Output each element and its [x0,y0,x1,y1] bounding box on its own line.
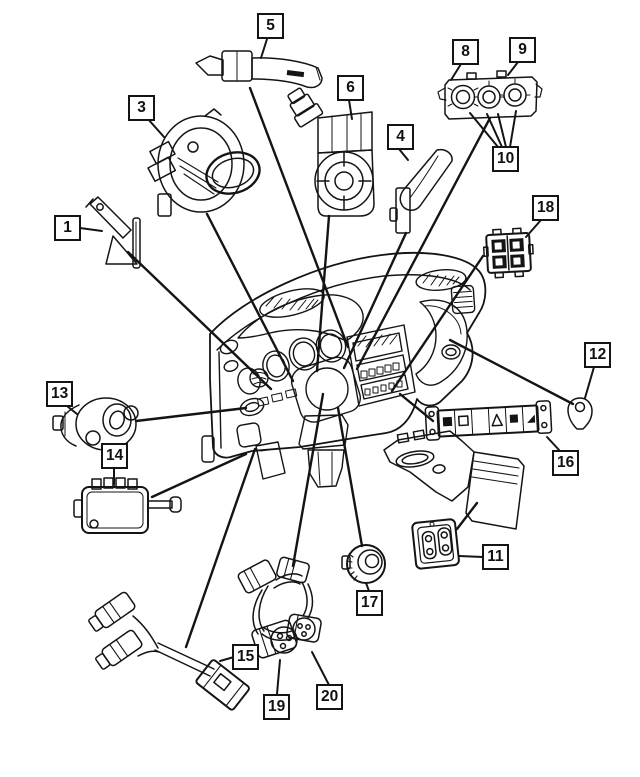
part-14-switch-module-drawing [73,477,182,534]
callout-connector-lines [66,38,595,695]
part-5-wiper-stalk-drawing [195,50,323,89]
part-8-9-hvac-control-drawing [437,70,543,120]
callout-label-4: 4 [396,128,405,146]
callout-box-20[interactable]: 20 [316,684,344,710]
callout-box-4[interactable]: 4 [387,124,414,150]
callout-box-9[interactable]: 9 [509,37,536,63]
callout-box-17[interactable]: 17 [356,590,384,616]
callout-label-1: 1 [63,219,72,237]
callout-label-5: 5 [266,17,275,35]
callout-label-13: 13 [51,385,69,403]
console-bracket-drawing [383,429,525,530]
part-6-ignition-switch-drawing [287,87,375,217]
callout-box-18[interactable]: 18 [532,195,560,221]
part-11-switch-panel-drawing [411,518,460,570]
callout-box-5[interactable]: 5 [257,13,284,39]
callout-box-19[interactable]: 19 [263,694,291,720]
callout-box-3[interactable]: 3 [128,95,155,121]
callout-label-10: 10 [497,150,515,168]
part-19-20-harness-drawing [237,556,322,659]
callout-label-11: 11 [487,548,504,566]
callout-label-3: 3 [137,99,146,117]
part-13-headlamp-switch-drawing [52,397,139,451]
callout-box-6[interactable]: 6 [337,75,364,101]
callout-box-14[interactable]: 14 [101,443,129,469]
callout-box-13[interactable]: 13 [46,381,74,407]
part-3-clockspring-drawing [147,108,261,217]
callout-label-18: 18 [537,199,555,217]
callout-box-10[interactable]: 10 [492,146,520,172]
part-12-knob-drawing [567,397,593,430]
callout-box-15[interactable]: 15 [232,644,260,670]
callout-label-17: 17 [361,594,379,612]
callout-label-14: 14 [106,447,124,465]
part-17-round-knob-drawing [341,544,386,584]
callout-box-16[interactable]: 16 [552,450,580,476]
callout-label-9: 9 [518,41,527,59]
callout-label-6: 6 [346,79,355,97]
callout-box-11[interactable]: 11 [482,544,509,570]
callout-box-1[interactable]: 1 [54,215,81,241]
callout-label-15: 15 [237,648,255,666]
part-18-window-switch-drawing [482,227,534,279]
callout-label-8: 8 [461,43,470,61]
part-4-handle-drawing [389,148,453,234]
callout-label-12: 12 [589,346,607,364]
callout-box-8[interactable]: 8 [452,39,479,65]
leader-lines [126,86,575,649]
part-15-wiring-harness-drawing [88,591,250,711]
part-16-switch-strip-drawing [424,400,553,441]
callout-box-12[interactable]: 12 [584,342,612,368]
part-1-lever-switch-drawing [85,196,141,269]
callout-label-19: 19 [268,698,286,716]
callout-label-20: 20 [321,688,339,706]
callout-label-16: 16 [557,454,575,472]
dashboard-drawing [201,251,487,488]
